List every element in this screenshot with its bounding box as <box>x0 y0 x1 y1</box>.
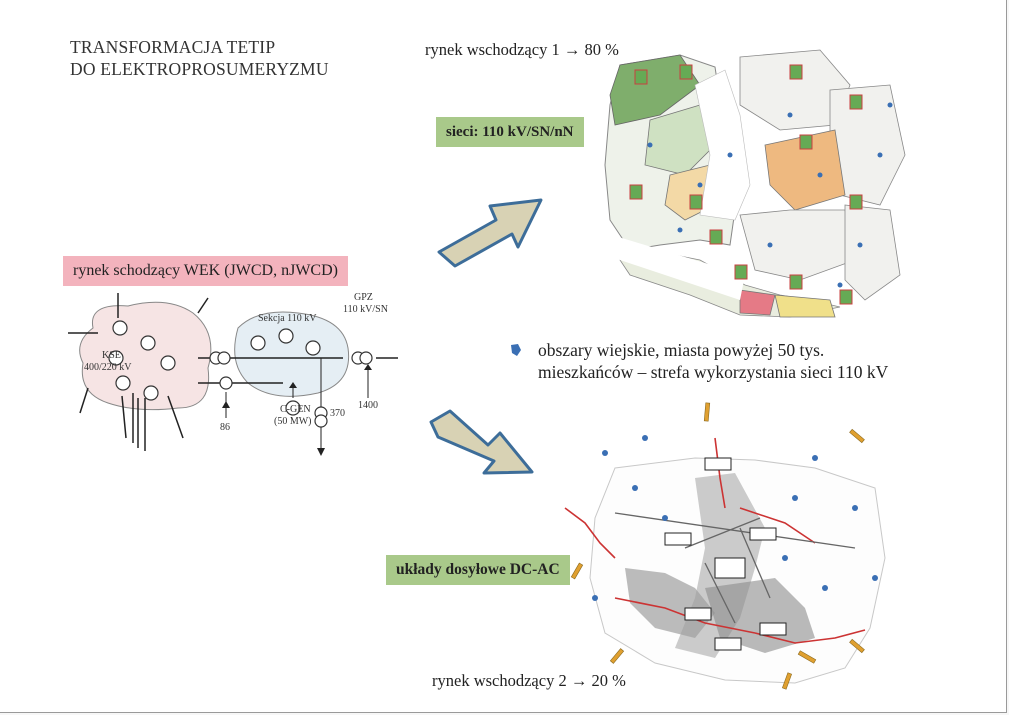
slide-title-line2: DO ELEKTROPROSUMERYZMU <box>70 59 329 79</box>
slide-title-line1: TRANSFORMACJA TETIP <box>70 37 276 57</box>
kse-area <box>79 301 212 411</box>
cgen-power-label: (50 MW) <box>274 416 312 427</box>
arrow-to-dcac-icon <box>429 409 534 475</box>
map-region-szczecin <box>609 54 701 126</box>
network-label: sieci: 110 kV/SN/nN <box>436 117 584 147</box>
arrow-to-networks-icon <box>437 198 543 268</box>
value-86-label: 86 <box>220 422 230 433</box>
section-110kv-label: Sekcja 110 kV <box>258 313 317 324</box>
value-370-label: 370 <box>330 408 345 419</box>
emerging-market-1-label: rynek wschodzący 1 → 80 % <box>425 40 619 59</box>
dcac-label: układy dosyłowe DC-AC <box>386 555 570 585</box>
declining-market-label: rynek schodzący WEK (JWCD, nJWCD) <box>63 256 348 286</box>
cgen-label: C-GEN <box>280 404 311 415</box>
poland-map-dcac <box>564 402 886 690</box>
kse-label: KSE <box>102 350 121 361</box>
kse-voltage-label: 400/220 kV <box>84 362 132 373</box>
gpz-label: GPZ <box>354 292 373 303</box>
map-region-center-east <box>764 129 846 211</box>
gpz-voltage-label: 110 kV/SN <box>343 304 388 315</box>
slide-title: TRANSFORMACJA TETIP DO ELEKTROPROSUMERYZ… <box>70 36 329 80</box>
grid-diagram: KSE 400/220 kV Sekcja 110 kV GPZ 110 kV/… <box>68 292 398 456</box>
emerging-market-2-label: rynek wschodzący 2 → 20 % <box>432 671 626 690</box>
rural-note-line1: obszary wiejskie, miasta powyżej 50 tys. <box>538 340 825 360</box>
value-1400-label: 1400 <box>358 400 378 411</box>
water-body-icon <box>511 344 521 356</box>
rural-note-line2: mieszkańców – strefa wykorzystania sieci… <box>538 362 889 382</box>
poland-map-networks <box>590 49 906 318</box>
